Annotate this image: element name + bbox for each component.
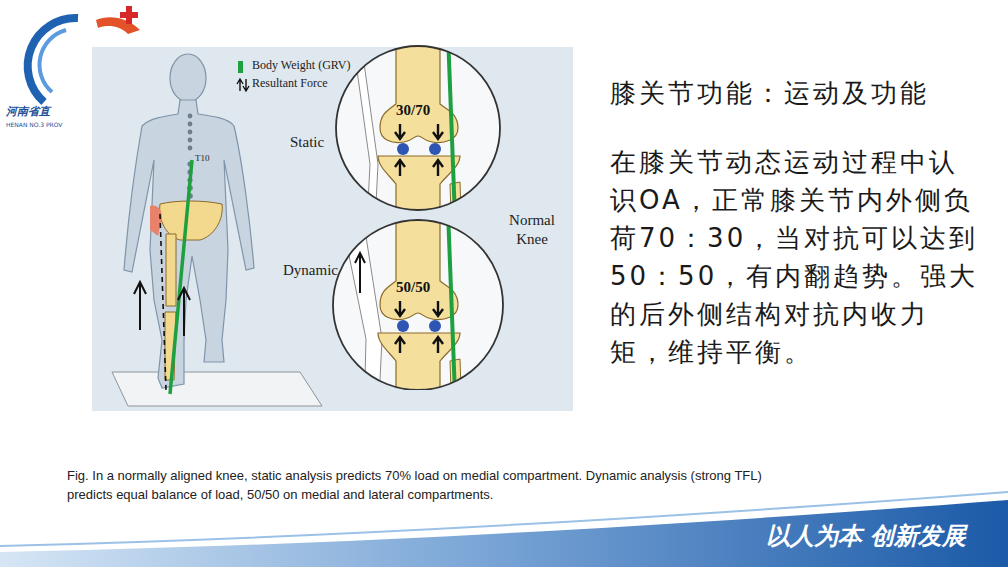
logo-subtext: HENAN NO.3 PROV xyxy=(6,121,62,128)
figure-caption: Fig. In a normally aligned knee, static … xyxy=(67,466,767,504)
vertebra-label: T10 xyxy=(195,153,210,163)
head xyxy=(170,54,206,102)
knee-zoom-circle: Dynamic 50/50 xyxy=(283,218,505,390)
view-heading: Dynamic xyxy=(283,262,338,279)
gravity-line xyxy=(170,160,192,394)
legend-text: Resultant Force xyxy=(252,76,328,91)
slogan: 以人为本 创新发展 xyxy=(766,520,966,552)
load-ratio: 50/50 xyxy=(396,279,430,296)
tfl-muscle xyxy=(150,206,162,237)
body-text: 在膝关节动态运动过程中认识OA，正常膝关节内外侧负荷70：30，当对抗可以达到5… xyxy=(610,143,982,371)
knee-circle xyxy=(288,44,502,212)
legend-swatch xyxy=(238,61,243,73)
mechanical-axis xyxy=(160,214,166,390)
knee-zoom-circle: Static 30/70 xyxy=(288,44,502,212)
circle-outline xyxy=(336,46,500,210)
slide-title: 膝关节功能：运动及功能 xyxy=(610,76,929,111)
logo-arc xyxy=(39,30,66,92)
load-ratio: 30/70 xyxy=(396,102,430,119)
logo-arc xyxy=(28,18,78,102)
figure-label: Normal Knee xyxy=(500,211,564,249)
circle-outline xyxy=(333,220,503,390)
legend-text: Body Weight (GRV) xyxy=(252,58,351,73)
force-arrow xyxy=(134,282,146,330)
knee-circle xyxy=(283,218,505,390)
view-heading: Static xyxy=(290,134,324,151)
force-arrow xyxy=(178,288,190,336)
logo-swoosh xyxy=(96,17,140,34)
logo-cross xyxy=(120,6,138,24)
figure-panel xyxy=(92,47,573,411)
floor-plate xyxy=(112,372,322,406)
body-silhouette xyxy=(124,100,254,388)
logo-text: 河南省直 xyxy=(6,104,50,119)
legend-arrow-sample xyxy=(237,79,249,91)
footer-band xyxy=(0,500,1008,567)
femur xyxy=(166,234,176,306)
knee-bones xyxy=(352,44,462,212)
